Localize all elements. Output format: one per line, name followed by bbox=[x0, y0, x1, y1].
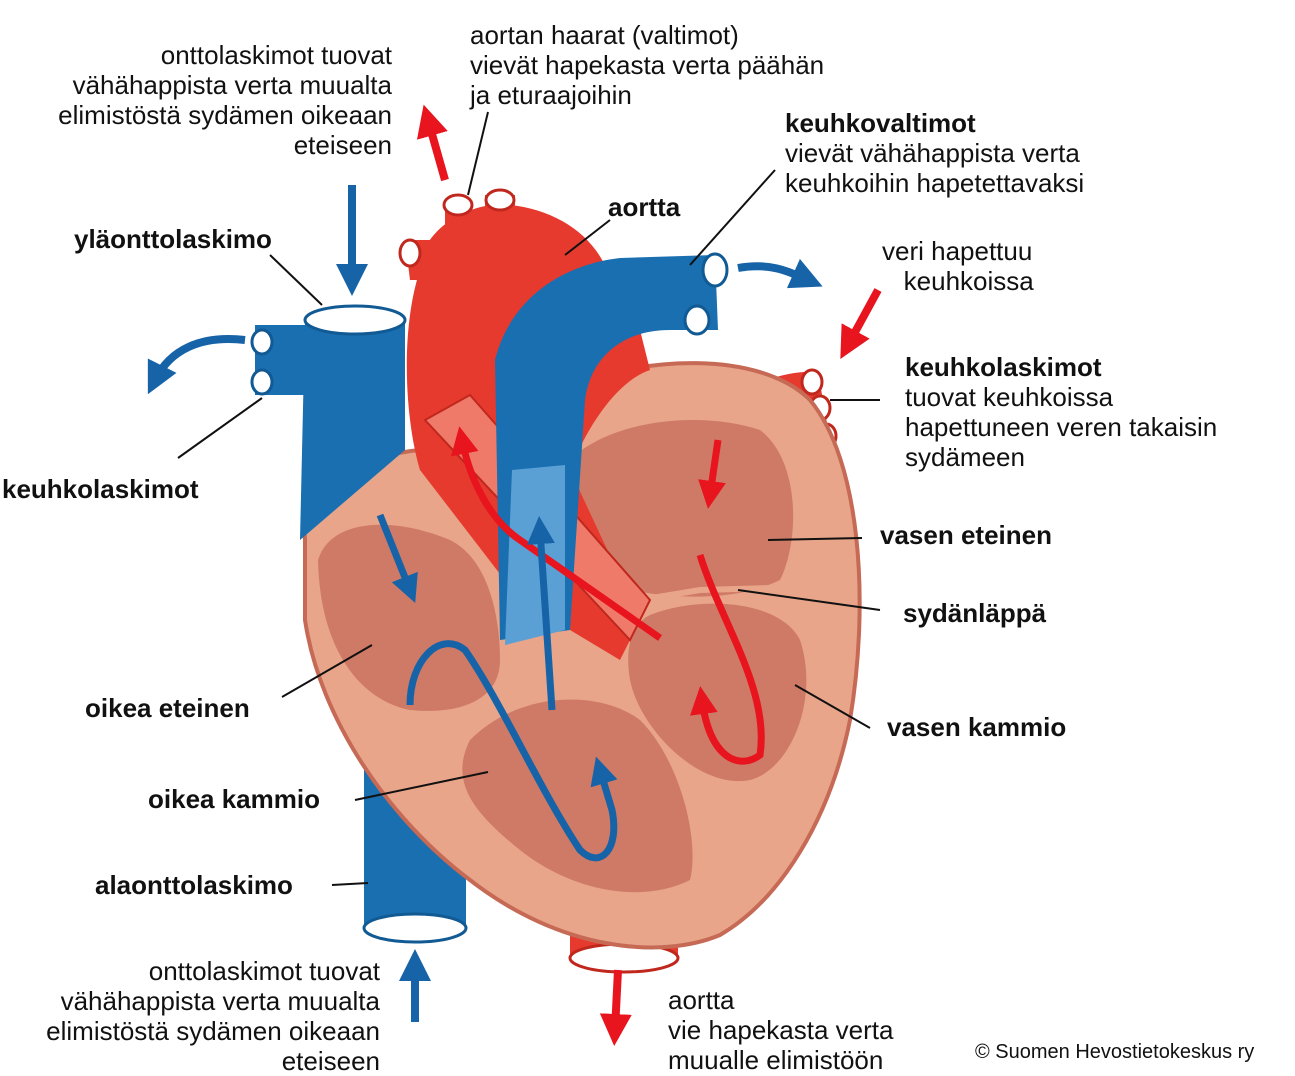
label-left-ventricle: vasen kammio bbox=[887, 712, 1066, 742]
note-vena-cava-top: onttolaskimot tuovat vähähappista verta … bbox=[0, 40, 392, 160]
label-pulmonary-arteries: keuhkovaltimot bbox=[785, 108, 976, 138]
arrow-to-lungs bbox=[738, 266, 808, 280]
label-pulmonary-veins-right: keuhkolaskimot bbox=[905, 352, 1102, 382]
note-aortic-branches: aortan haarat (valtimot) vievät hapekast… bbox=[470, 20, 824, 110]
note-pulmonary-veins-right: tuovat keuhkoissa hapettuneen veren taka… bbox=[905, 382, 1217, 472]
label-heart-valve: sydänläppä bbox=[903, 598, 1046, 628]
label-superior-vena-cava: yläonttolaskimo bbox=[74, 224, 272, 254]
label-right-ventricle: oikea kammio bbox=[148, 784, 320, 814]
pulmonary-veins-left-shape bbox=[252, 325, 305, 395]
label-inferior-vena-cava: alaonttolaskimo bbox=[95, 870, 293, 900]
note-vena-cava-bottom: onttolaskimot tuovat vähähappista verta … bbox=[0, 956, 380, 1076]
arrow-aortic-branches bbox=[428, 120, 445, 180]
note-pulmonary-arteries: vievät vähähappista verta keuhkoihin hap… bbox=[785, 138, 1084, 198]
label-left-atrium: vasen eteinen bbox=[880, 520, 1052, 550]
copyright-text: © Suomen Hevostietokeskus ry bbox=[975, 1040, 1254, 1064]
arrow-out-descending-aorta bbox=[615, 970, 618, 1030]
arrow-left-pulmonary bbox=[155, 339, 245, 380]
label-right-atrium: oikea eteinen bbox=[85, 693, 250, 723]
note-blood-oxygenates: veri hapettuu keuhkoissa bbox=[882, 236, 1034, 296]
arrow-from-lungs bbox=[848, 290, 878, 345]
note-descending-aorta: aortta vie hapekasta verta muualle elimi… bbox=[668, 985, 893, 1075]
label-aorta-top: aortta bbox=[608, 192, 680, 222]
label-pulmonary-veins-left: keuhkolaskimot bbox=[2, 474, 199, 504]
